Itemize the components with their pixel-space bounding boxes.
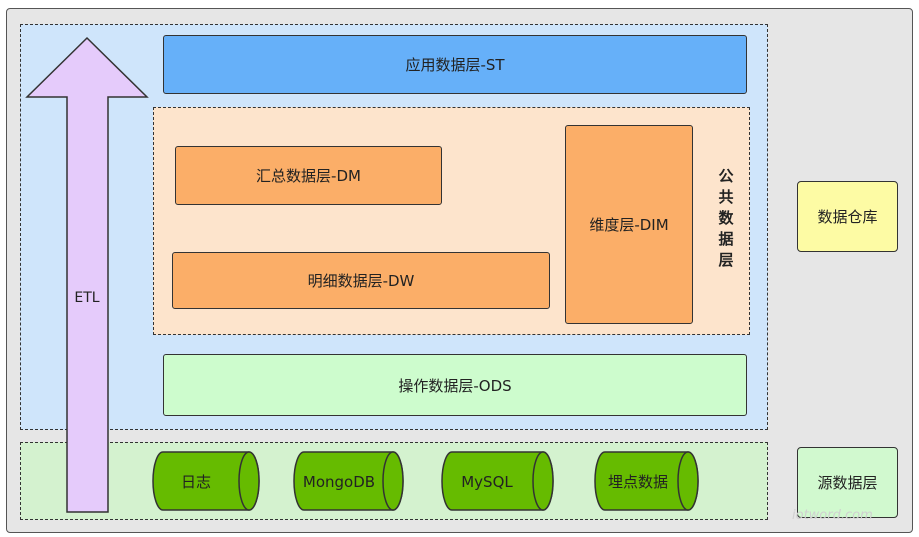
source-layer-label: 源数据层 — [817, 474, 878, 492]
common-layer-label: 公 共 数 据 层 — [708, 158, 744, 278]
source-cylinder-mongodb: MongoDB — [293, 451, 404, 511]
source-label-mysql: MySQL — [461, 473, 513, 491]
source-cylinder-mysql: MySQL — [441, 451, 554, 511]
common-layer-char: 公 — [718, 166, 734, 185]
dim-layer-box: 维度层-DIM — [565, 125, 693, 324]
source-layer-box: 源数据层 — [797, 447, 898, 518]
dw-layer-box: 明细数据层-DW — [172, 252, 550, 309]
warehouse-box: 数据仓库 — [797, 181, 898, 252]
st-layer-label: 应用数据层-ST — [405, 56, 505, 74]
st-layer-box: 应用数据层-ST — [163, 35, 747, 94]
watermark: iotword.com — [792, 508, 873, 523]
source-cylinder-tracking: 埋点数据 — [594, 451, 699, 511]
common-layer-char: 数 — [718, 208, 734, 227]
source-label-tracking: 埋点数据 — [608, 473, 668, 491]
ods-layer-box: 操作数据层-ODS — [163, 354, 747, 416]
dim-layer-label: 维度层-DIM — [589, 216, 669, 234]
dw-layer-label: 明细数据层-DW — [307, 272, 415, 290]
source-cylinder-log: 日志 — [152, 451, 260, 511]
source-label-log: 日志 — [181, 473, 211, 491]
common-layer-char: 层 — [718, 250, 734, 269]
common-layer-char: 据 — [718, 229, 734, 248]
ods-layer-label: 操作数据层-ODS — [398, 376, 512, 395]
dm-layer-label: 汇总数据层-DM — [256, 167, 361, 185]
source-label-mongodb: MongoDB — [303, 473, 375, 491]
warehouse-label: 数据仓库 — [817, 208, 878, 226]
dm-layer-box: 汇总数据层-DM — [175, 146, 442, 205]
etl-label: ETL — [74, 290, 100, 306]
common-layer-char: 共 — [718, 187, 734, 206]
